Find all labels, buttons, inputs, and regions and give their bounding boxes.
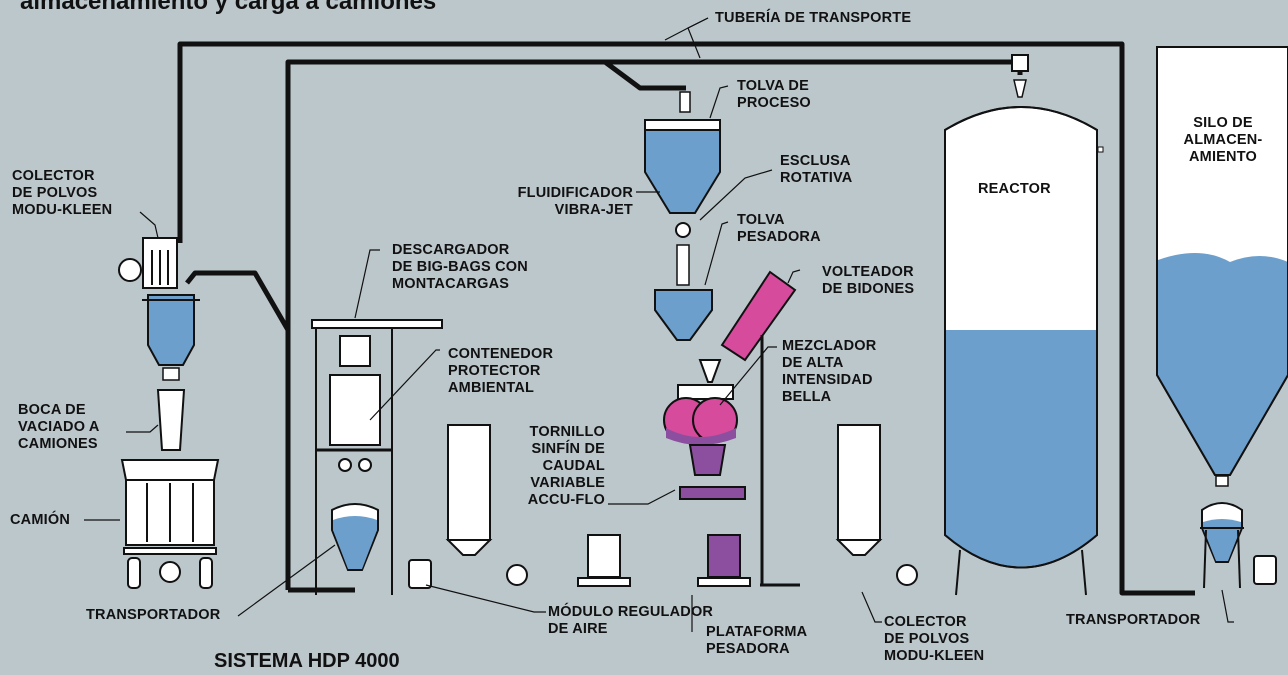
- label-reactor: REACTOR: [978, 181, 1051, 197]
- label-silo: SILO DE ALMACEN- AMIENTO: [1183, 115, 1263, 165]
- truck: [120, 459, 220, 589]
- label-fluidificador: FLUIDIFICADOR VIBRA-JET: [517, 185, 633, 218]
- label-tornillo: TORNILLO SINFÍN DE CAUDAL VARIABLE ACCU-…: [527, 424, 605, 508]
- left-dust-collector: [118, 237, 200, 451]
- label-mezclador: MEZCLADOR DE ALTA INTENSIDAD BELLA: [782, 338, 877, 405]
- label-tolva-pesadora: TOLVA PESADORA: [737, 212, 821, 245]
- label-modulo: MÓDULO REGULADOR DE AIRE: [548, 604, 714, 637]
- label-tuberia: TUBERÍA DE TRANSPORTE: [715, 10, 912, 26]
- drums: [577, 534, 751, 587]
- label-descargador: DESCARGADOR DE BIG-BAGS CON MONTACARGAS: [392, 242, 528, 292]
- diagram-title: almacenamiento y carga a camiones: [20, 0, 437, 15]
- label-colector-der: COLECTOR DE POLVOS MODU-KLEEN: [884, 614, 985, 664]
- label-transportador-izq: TRANSPORTADOR: [86, 607, 221, 623]
- system-name: SISTEMA HDP 4000: [214, 650, 400, 672]
- label-contenedor: CONTENEDOR PROTECTOR AMBIENTAL: [448, 346, 554, 396]
- leader-lines: [84, 17, 1234, 632]
- weigh-hopper: [654, 244, 713, 341]
- right-dust-collector: [835, 424, 918, 586]
- storage-silo: [1156, 46, 1288, 487]
- label-plataforma: PLATAFORMA PESADORA: [706, 624, 808, 657]
- label-colector-izq: COLECTOR DE POLVOS MODU-KLEEN: [12, 168, 113, 218]
- label-tolva-proceso: TOLVA DE PROCESO: [737, 78, 811, 111]
- label-camion: CAMIÓN: [10, 512, 71, 528]
- center-dust-collector: [445, 424, 528, 586]
- label-transportador-der: TRANSPORTADOR: [1066, 612, 1201, 628]
- label-esclusa: ESCLUSA ROTATIVA: [780, 153, 853, 186]
- label-volteador: VOLTEADOR DE BIDONES: [822, 264, 915, 297]
- drum-tipper: [720, 270, 800, 587]
- process-hopper: [644, 91, 721, 238]
- big-bag-discharger: [311, 319, 443, 595]
- label-boca: BOCA DE VACIADO A CAMIONES: [18, 402, 100, 452]
- right-transporter: [1200, 502, 1277, 589]
- high-intensity-mixer: [663, 359, 746, 500]
- reactor-vessel: [944, 54, 1104, 596]
